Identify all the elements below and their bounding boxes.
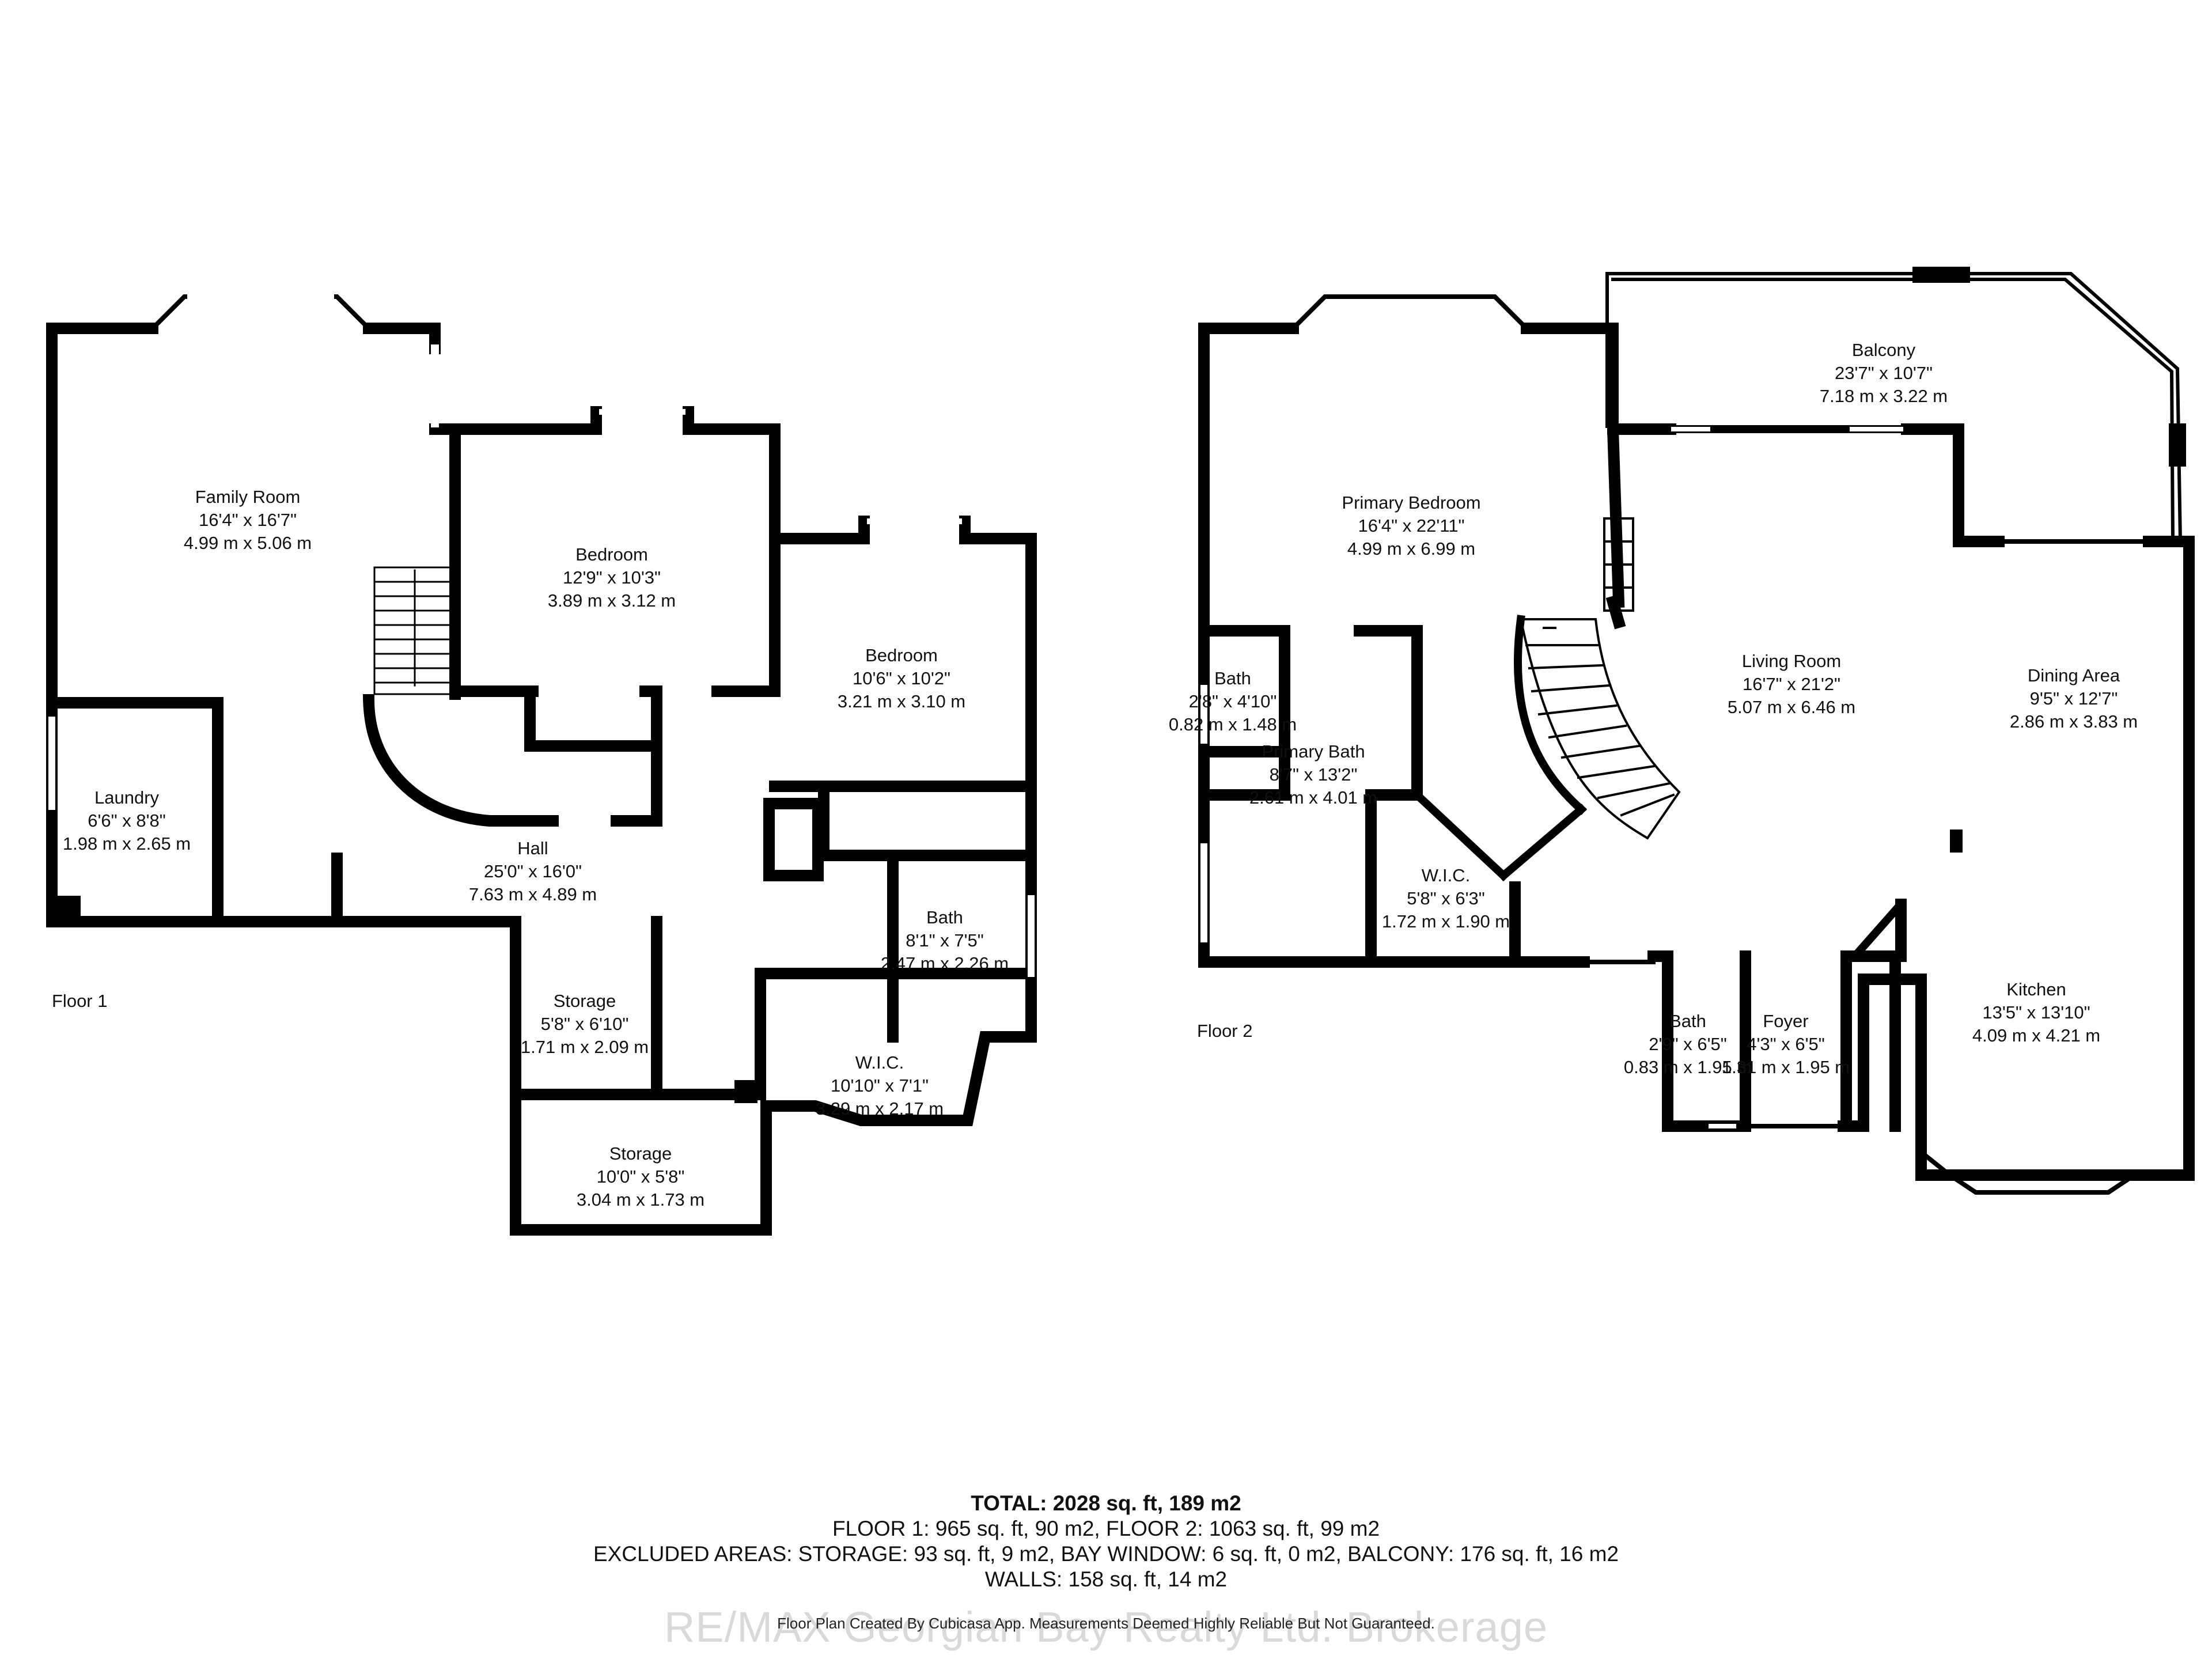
room-imperial: 6'6" x 8'8" bbox=[88, 810, 166, 831]
room-name: Hall bbox=[517, 838, 548, 858]
floor-areas: FLOOR 1: 965 sq. ft, 90 m2, FLOOR 2: 106… bbox=[832, 1517, 1380, 1540]
room-metric: 1.98 m x 2.65 m bbox=[63, 834, 191, 854]
room-metric: 1.31 m x 1.95 m bbox=[1722, 1057, 1850, 1077]
room-metric: 3.29 m x 2.17 m bbox=[816, 1099, 944, 1119]
room-imperial: 10'10" x 7'1" bbox=[831, 1075, 929, 1096]
room-imperial: 23'7" x 10'7" bbox=[1835, 363, 1933, 383]
room-name: Primary Bedroom bbox=[1342, 493, 1480, 513]
room-primary-bath: Primary Bath 8'7" x 13'2" 2.61 m x 4.01 … bbox=[1249, 741, 1377, 808]
room-name: Family Room bbox=[195, 487, 301, 507]
room-imperial: 8'1" x 7'5" bbox=[906, 930, 984, 950]
room-name: Bath bbox=[1214, 668, 1251, 688]
room-imperial: 10'0" x 5'8" bbox=[597, 1166, 685, 1187]
room-metric: 4.99 m x 6.99 m bbox=[1347, 539, 1475, 559]
room-imperial: 4'3" x 6'5" bbox=[1747, 1034, 1825, 1054]
room-wic-1: W.I.C. 10'10" x 7'1" 3.29 m x 2.17 m bbox=[816, 1052, 944, 1119]
room-imperial: 16'4" x 22'11" bbox=[1358, 516, 1465, 536]
room-laundry: Laundry 6'6" x 8'8" 1.98 m x 2.65 m bbox=[63, 787, 191, 854]
room-metric: 7.18 m x 3.22 m bbox=[1820, 386, 1948, 406]
room-metric: 2.86 m x 3.83 m bbox=[2010, 711, 2138, 732]
room-storage-a: Storage 5'8" x 6'10" 1.71 m x 2.09 m bbox=[521, 991, 649, 1057]
room-bedroom-a: Bedroom 12'9" x 10'3" 3.89 m x 3.12 m bbox=[548, 544, 676, 611]
room-imperial: 9'5" x 12'7" bbox=[2030, 688, 2118, 709]
room-metric: 4.99 m x 5.06 m bbox=[184, 533, 312, 553]
plan-credit: Floor Plan Created By Cubicasa App. Meas… bbox=[777, 1615, 1435, 1632]
room-name: Bedroom bbox=[865, 645, 938, 665]
floor-1-walls bbox=[46, 323, 1037, 1236]
floor-2-windows bbox=[1200, 294, 2151, 1195]
floor-2-stairs bbox=[1513, 517, 1681, 840]
room-bath-1: Bath 8'1" x 7'5" 2.47 m x 2.26 m bbox=[881, 907, 1009, 974]
excluded-areas: EXCLUDED AREAS: STORAGE: 93 sq. ft, 9 m2… bbox=[593, 1542, 1619, 1566]
room-name: Kitchen bbox=[2006, 979, 2066, 999]
room-metric: 0.82 m x 1.48 m bbox=[1169, 714, 1297, 734]
area-summary: TOTAL: 2028 sq. ft, 189 m2 FLOOR 1: 965 … bbox=[0, 1491, 2212, 1592]
room-name: Foyer bbox=[1763, 1011, 1808, 1031]
room-dining-area: Dining Area 9'5" x 12'7" 2.86 m x 3.83 m bbox=[2010, 665, 2138, 732]
floor-2-walls bbox=[1198, 323, 2195, 1181]
room-name: Laundry bbox=[94, 787, 160, 808]
room-name: Living Room bbox=[1742, 651, 1841, 671]
room-imperial: 8'7" x 13'2" bbox=[1270, 764, 1358, 785]
room-name: Bath bbox=[1669, 1011, 1706, 1031]
floor-2-label: Floor 2 bbox=[1197, 1021, 1252, 1041]
room-imperial: 25'0" x 16'0" bbox=[484, 861, 582, 881]
room-kitchen: Kitchen 13'5" x 13'10" 4.09 m x 4.21 m bbox=[1972, 979, 2100, 1046]
floor-1-windows bbox=[48, 294, 1035, 977]
room-metric: 3.89 m x 3.12 m bbox=[548, 590, 676, 611]
room-metric: 1.71 m x 2.09 m bbox=[521, 1037, 649, 1057]
room-imperial: 2'9" x 6'5" bbox=[1649, 1034, 1727, 1054]
brokerage-watermark: RE/MAX Georgian Bay Realty Ltd. Brokerag… bbox=[664, 1603, 1548, 1651]
room-name: Bath bbox=[926, 907, 963, 927]
room-metric: 0.83 m x 1.95 m bbox=[1624, 1057, 1752, 1077]
room-metric: 1.72 m x 1.90 m bbox=[1382, 911, 1510, 931]
room-family-room: Family Room 16'4" x 16'7" 4.99 m x 5.06 … bbox=[184, 487, 312, 553]
wall-area: WALLS: 158 sq. ft, 14 m2 bbox=[984, 1567, 1228, 1591]
room-metric: 2.47 m x 2.26 m bbox=[881, 953, 1009, 974]
room-name: W.I.C. bbox=[855, 1052, 904, 1073]
room-imperial: 12'9" x 10'3" bbox=[563, 567, 661, 588]
room-metric: 2.61 m x 4.01 m bbox=[1249, 787, 1377, 808]
room-wic-2: W.I.C. 5'8" x 6'3" 1.72 m x 1.90 m bbox=[1382, 865, 1510, 931]
room-metric: 7.63 m x 4.89 m bbox=[469, 884, 597, 904]
total-area: TOTAL: 2028 sq. ft, 189 m2 bbox=[971, 1491, 1241, 1515]
room-metric: 3.21 m x 3.10 m bbox=[838, 691, 965, 711]
floor-1-stairs bbox=[373, 566, 456, 695]
room-name: Bedroom bbox=[575, 544, 648, 565]
room-balcony: Balcony 23'7" x 10'7" 7.18 m x 3.22 m bbox=[1820, 340, 1948, 406]
room-metric: 5.07 m x 6.46 m bbox=[1728, 697, 1855, 717]
room-primary-bedroom: Primary Bedroom 16'4" x 22'11" 4.99 m x … bbox=[1342, 493, 1480, 559]
room-bath-2: Bath 2'9" x 6'5" 0.83 m x 1.95 m bbox=[1624, 1011, 1752, 1077]
room-foyer: Foyer 4'3" x 6'5" 1.31 m x 1.95 m bbox=[1722, 1011, 1850, 1077]
room-storage-b: Storage 10'0" x 5'8" 3.04 m x 1.73 m bbox=[577, 1143, 704, 1210]
room-name: Storage bbox=[609, 1143, 672, 1164]
room-metric: 4.09 m x 4.21 m bbox=[1972, 1025, 2100, 1046]
room-imperial: 13'5" x 13'10" bbox=[1982, 1002, 2090, 1022]
room-bedroom-b: Bedroom 10'6" x 10'2" 3.21 m x 3.10 m bbox=[838, 645, 965, 711]
floor-1-label: Floor 1 bbox=[52, 991, 107, 1011]
room-imperial: 2'8" x 4'10" bbox=[1189, 691, 1277, 711]
balcony-outline bbox=[1605, 267, 2186, 544]
room-name: W.I.C. bbox=[1422, 865, 1470, 885]
room-name: Dining Area bbox=[2028, 665, 2120, 685]
room-name: Primary Bath bbox=[1262, 741, 1365, 762]
floor-2-diagonals bbox=[1411, 789, 1904, 962]
room-metric: 3.04 m x 1.73 m bbox=[577, 1190, 704, 1210]
room-imperial: 5'8" x 6'10" bbox=[541, 1014, 629, 1034]
room-imperial: 10'6" x 10'2" bbox=[853, 668, 950, 688]
room-name: Storage bbox=[554, 991, 616, 1011]
room-imperial: 16'7" x 21'2" bbox=[1743, 674, 1840, 694]
room-hall: Hall 25'0" x 16'0" 7.63 m x 4.89 m bbox=[469, 838, 597, 904]
room-imperial: 16'4" x 16'7" bbox=[199, 510, 297, 530]
room-living-room: Living Room 16'7" x 21'2" 5.07 m x 6.46 … bbox=[1728, 651, 1855, 717]
room-imperial: 5'8" x 6'3" bbox=[1407, 888, 1485, 908]
room-bath-small: Bath 2'8" x 4'10" 0.82 m x 1.48 m bbox=[1169, 668, 1297, 734]
room-name: Balcony bbox=[1852, 340, 1916, 360]
